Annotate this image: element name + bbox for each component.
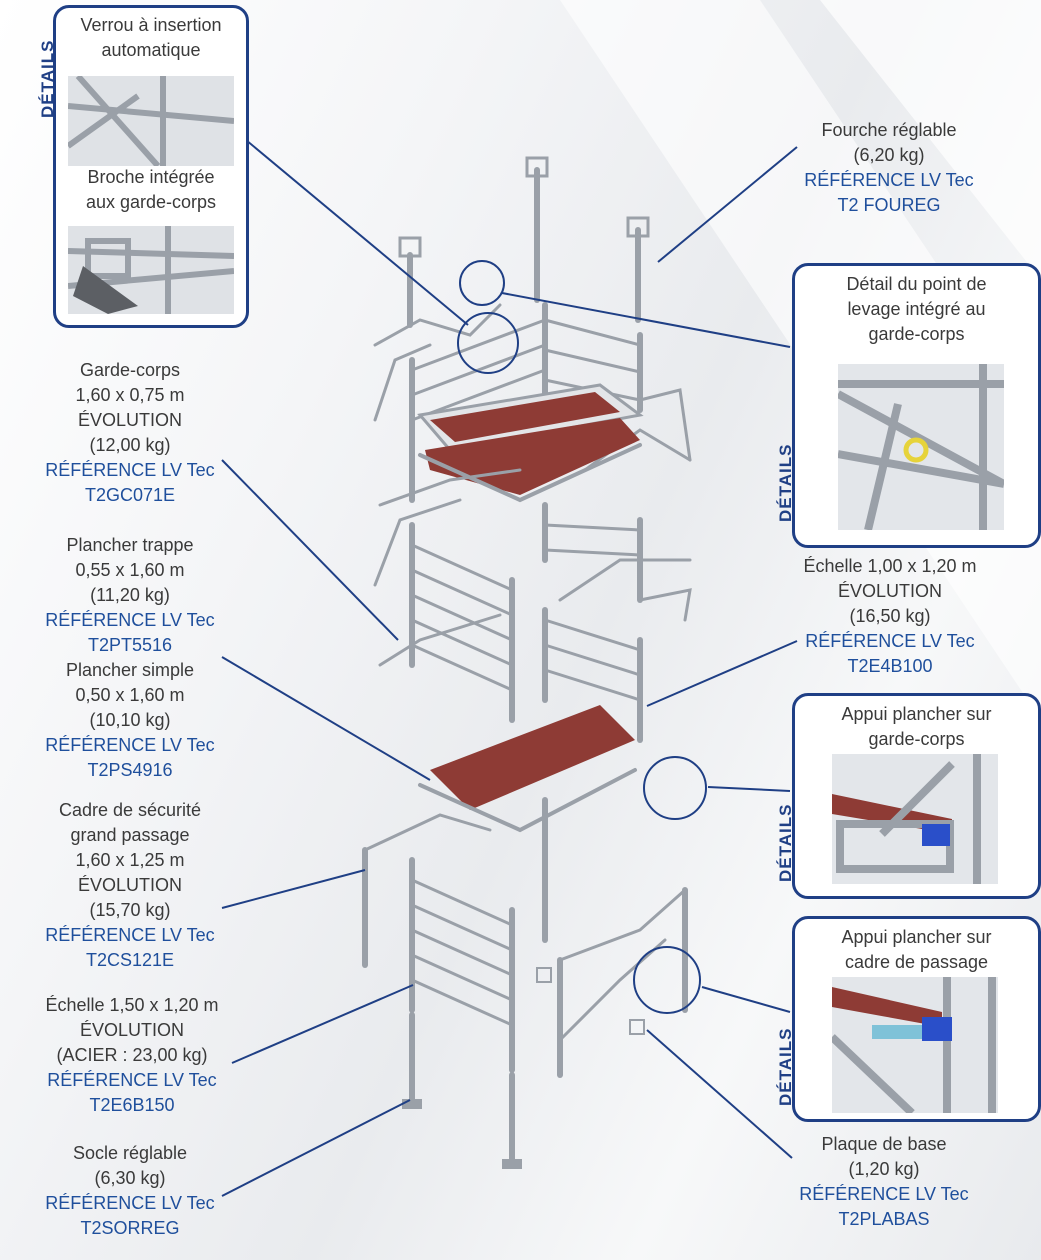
detail-lock-title-3: Broche intégrée (87, 167, 215, 187)
lock-photo (68, 76, 234, 166)
detail-lock-title-4: aux garde-corps (85, 192, 217, 212)
label-echelle-150: Échelle 1,50 x 1,20 m ÉVOLUTION (ACIER :… (45, 995, 219, 1115)
detail-box-lock: Verrou à insertion automatique Broche in… (53, 5, 249, 328)
guardrail-support-photo (832, 754, 998, 884)
detail-box-guardrail-support: Appui plancher sur garde-corps (792, 693, 1041, 899)
label-plaque: Plaque de base (1,20 kg) RÉFÉRENCE LV Te… (799, 1134, 969, 1229)
leader-lines (221, 134, 798, 1197)
detail-lifting-title-2: levage intégré au (847, 299, 986, 319)
details-tag-3: DÉTAILS (776, 803, 795, 882)
detail-guardrail-title-1: Appui plancher sur (841, 704, 992, 724)
pin-photo (68, 226, 234, 314)
label-garde-corps: Garde-corps 1,60 x 0,75 m ÉVOLUTION (12,… (45, 360, 215, 505)
detail-lifting-title-3: garde-corps (868, 324, 965, 344)
details-tag-2: DÉTAILS (776, 443, 795, 522)
lifting-photo (838, 364, 1004, 530)
details-tag-4: DÉTAILS (776, 1027, 795, 1106)
scaffold-tower (362, 156, 692, 1169)
detail-lock-title-2: automatique (101, 40, 201, 60)
label-plancher-simple: Plancher simple 0,50 x 1,60 m (10,10 kg)… (45, 660, 215, 780)
label-echelle-100: Échelle 1,00 x 1,20 m ÉVOLUTION (16,50 k… (803, 556, 977, 676)
detail-frame-title-2: cadre de passage (844, 952, 989, 972)
detail-frame-title-1: Appui plancher sur (841, 927, 992, 947)
frame-support-photo (832, 977, 998, 1113)
details-tag-1: DÉTAILS (38, 39, 57, 118)
detail-box-lifting: Détail du point de levage intégré au gar… (792, 263, 1041, 548)
detail-guardrail-title-2: garde-corps (868, 729, 965, 749)
detail-lock-title-1: Verrou à insertion (80, 15, 222, 35)
detail-circles (457, 260, 707, 1014)
label-socle: Socle réglable (6,30 kg) RÉFÉRENCE LV Te… (45, 1143, 215, 1238)
label-cadre-securite: Cadre de sécurité grand passage 1,60 x 1… (45, 800, 215, 970)
label-fourche: Fourche réglable (6,20 kg) RÉFÉRENCE LV … (804, 120, 974, 215)
label-plancher-trappe: Plancher trappe 0,55 x 1,60 m (11,20 kg)… (45, 535, 215, 655)
detail-lifting-title-1: Détail du point de (846, 274, 987, 294)
detail-box-frame-support: Appui plancher sur cadre de passage (792, 916, 1041, 1122)
